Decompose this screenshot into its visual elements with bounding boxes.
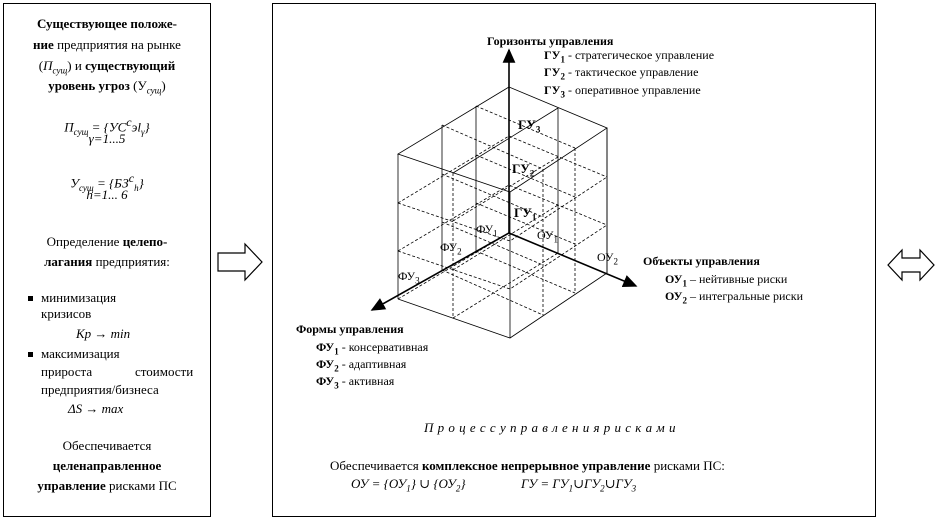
bullet-2-line-2a: прироста [41, 364, 93, 379]
horizon-gu3: ГУ3 - оперативное управление [544, 83, 701, 100]
cube-label-ou1: ОУ1 [537, 228, 558, 245]
goal-line-2: лагания предприятия: [44, 254, 170, 269]
cube-bottom-edges [397, 272, 608, 339]
cube-label-fu3: ФУ3 [398, 269, 420, 286]
cube-label-fu1: ФУ1 [476, 222, 498, 239]
horizon-gu2: ГУ2 - тактическое управление [544, 65, 699, 82]
bullet-1-formula: Кр → min [76, 326, 131, 341]
form-fu2: ФУ2 - адаптивная [316, 357, 407, 374]
cube-label-ou2: ОУ2 [597, 250, 618, 267]
bullet-marker [28, 296, 33, 301]
formula-position-range: γ=1...5 [88, 131, 126, 146]
bullet-2-line-1: максимизация [41, 346, 120, 361]
formula-ou-set: ОУ = {ОУ1} ∪ {ОУ2} [351, 476, 466, 494]
object-ou2: ОУ2 – интегральные риски [665, 289, 804, 306]
bullet-1-line-2: кризисов [41, 306, 92, 321]
current-state-panel [3, 3, 211, 517]
goal-line-1: Определение целепо- [46, 234, 168, 249]
ou-axis [508, 232, 638, 287]
left-provides-line-1: Обеспечивается [62, 438, 152, 453]
object-ou1: ОУ1 – нейтивные риски [665, 272, 788, 289]
formula-threats: Усущ = {БЗсh} [70, 171, 144, 193]
left-title-line-2: ние предприятия на рынке [33, 37, 181, 52]
right-arrow-icon [217, 242, 263, 282]
form-fu1: ФУ1 - консервативная [316, 340, 429, 357]
forms-title: Формы управления [296, 322, 404, 336]
bottom-provides: Обеспечивается комплексное непрерывное у… [330, 458, 725, 473]
bullet-2-formula: ΔS → max [68, 401, 124, 416]
cube-label-gu3: ГУ3 [518, 117, 541, 135]
left-provides-line-3: управление рисками ПС [37, 478, 177, 493]
formula-threats-range: h=1... 6 [86, 187, 128, 202]
bullet-2-line-2b: стоимости [135, 364, 194, 379]
form-fu3: ФУ3 - активная [316, 374, 395, 391]
cube-label-fu2: ФУ2 [440, 240, 462, 257]
bullet-1-line-1: минимизация [41, 290, 117, 305]
formula-position: Псущ = {УСсэlγ} [64, 115, 150, 137]
cube-label-gu1: ГУ1 [514, 205, 537, 223]
double-arrow-icon [887, 248, 935, 282]
left-provides-line-2: целенаправленное [52, 458, 162, 473]
left-title-line-1: Существующее положе- [36, 16, 178, 31]
horizon-gu1: ГУ1 - стратегическое управление [544, 48, 715, 65]
horizons-title: Горизонты управления [487, 34, 614, 48]
formula-gu-union: ГУ = ГУ1∪ГУ2∪ГУ3 [521, 476, 637, 494]
bullet-2-line-3: предприятия/бизнеса [41, 382, 159, 397]
process-title: П р о ц е с с у п р а в л е н и я р и с … [424, 420, 676, 435]
left-title-line-4: уровень угроз (Усущ) [48, 78, 166, 96]
fu-axis [370, 232, 510, 311]
bullet-marker [28, 352, 33, 357]
cube-label-gu2: ГУ2 [512, 161, 535, 179]
objects-title: Объекты управления [643, 254, 760, 268]
left-title-line-3: (Псущ) и существующий [38, 58, 176, 76]
